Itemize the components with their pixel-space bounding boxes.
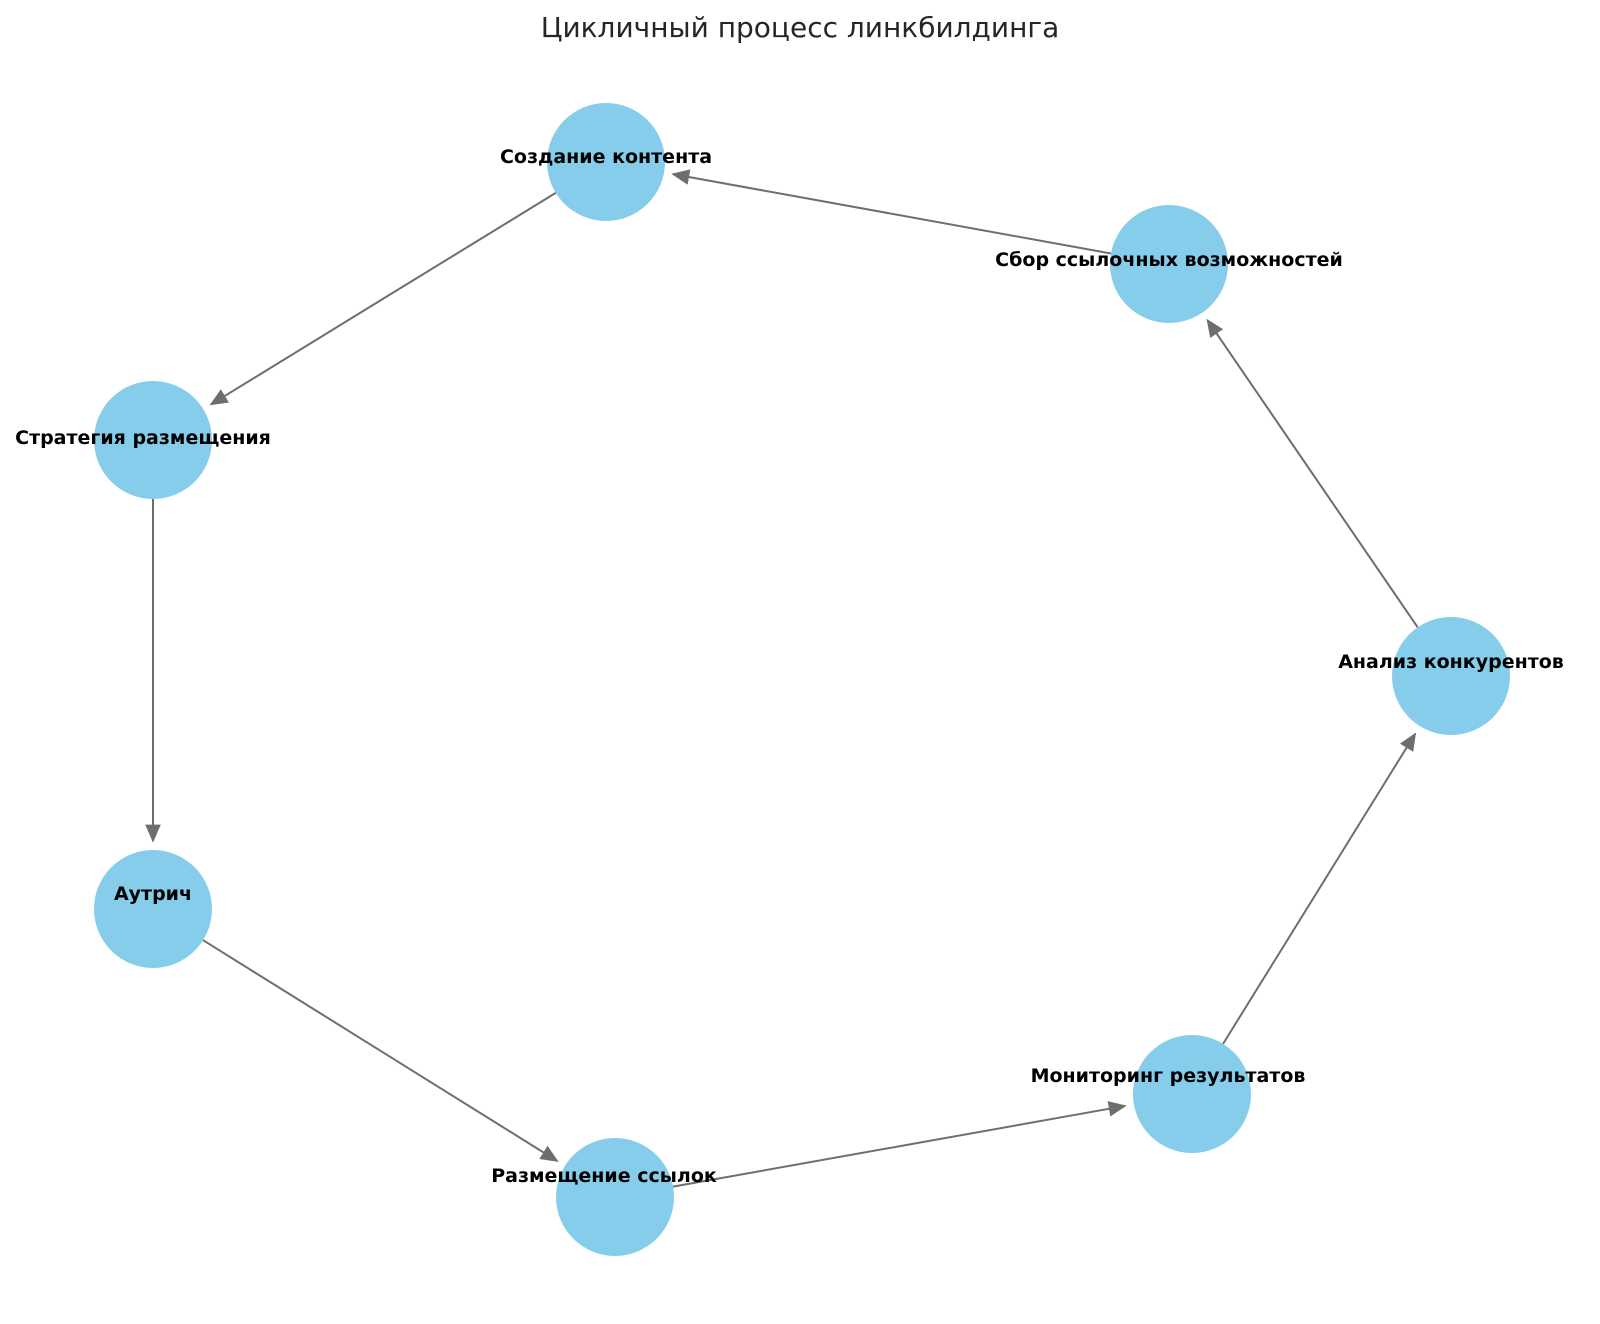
graph-node-outreach[interactable] <box>94 850 212 968</box>
graph-edge-content-to-strategy <box>209 192 557 406</box>
graph-node-opportunities[interactable] <box>1110 205 1228 323</box>
graph-node-strategy[interactable] <box>94 381 212 499</box>
node-layer <box>94 103 1510 1256</box>
graph-edge-opportunities-to-content <box>671 169 1112 255</box>
edge-layer <box>145 169 1419 1188</box>
graph-edge-outreach-to-placement <box>202 939 559 1162</box>
graph-edge-monitoring-to-competitors <box>1222 732 1417 1045</box>
graph-edge-placement-to-monitoring <box>672 1101 1127 1188</box>
graph-node-monitoring[interactable] <box>1133 1035 1251 1153</box>
graph-node-placement[interactable] <box>556 1138 674 1256</box>
page-title: Цикличный процесс линкбилдинга <box>540 11 1060 44</box>
graph-node-competitors[interactable] <box>1392 617 1510 735</box>
graph-node-content[interactable] <box>547 103 665 221</box>
graph-edge-competitors-to-opportunities <box>1206 318 1419 628</box>
